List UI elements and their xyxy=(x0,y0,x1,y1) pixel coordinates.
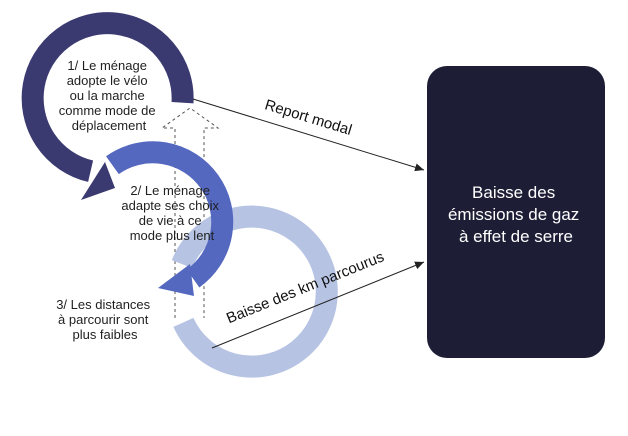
top-connector-arrow xyxy=(192,98,425,172)
ring-1-arrowhead xyxy=(81,162,115,200)
baisse-km-label: Baisse des km parcourus xyxy=(224,248,387,327)
step-1-text: 1/ Le ménage adopte le vélo ou la marche… xyxy=(59,58,159,133)
ring-2-arrowhead xyxy=(158,264,194,296)
ring-step-2 xyxy=(106,141,234,296)
result-box xyxy=(427,66,605,358)
step-2-text: 2/ Le ménage adapte ses choix de vie à c… xyxy=(121,183,222,243)
result-box-text: Baisse des émissions de gaz à effet de s… xyxy=(448,183,584,246)
report-modal-label: Report modal xyxy=(263,96,354,139)
bottom-connector-arrow xyxy=(211,261,425,349)
ring-step-1 xyxy=(21,12,194,200)
step-3-text: 3/ Les distances à parcourir sont plus f… xyxy=(56,297,154,342)
